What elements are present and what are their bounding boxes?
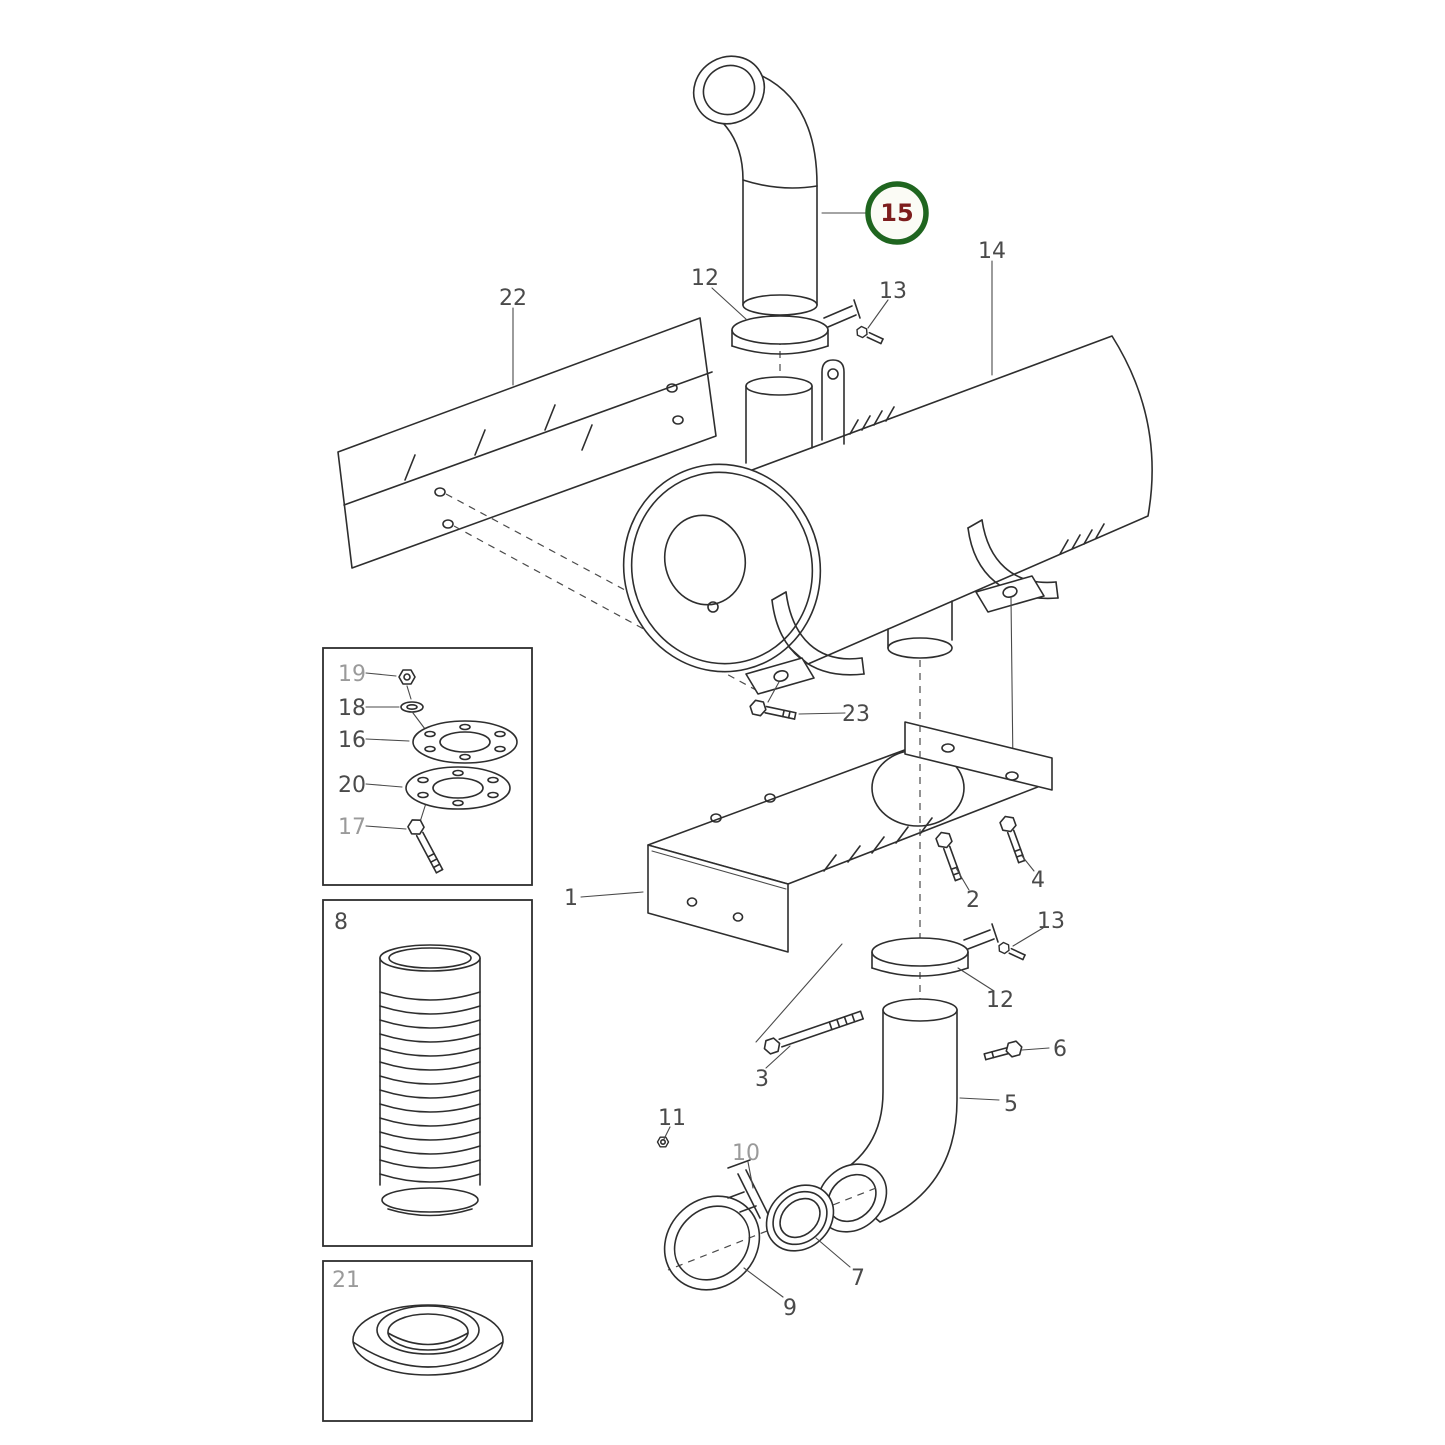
heat-shield-plate bbox=[337, 317, 757, 691]
clamp-bolt-upper bbox=[854, 324, 884, 345]
callout-14: 14 bbox=[978, 239, 1006, 264]
exhaust-elbow bbox=[816, 998, 958, 1233]
clamp-lower bbox=[871, 923, 999, 977]
callout-13-upper: 13 bbox=[879, 279, 907, 304]
nut-19 bbox=[398, 669, 416, 685]
leader-lines bbox=[365, 212, 1050, 1298]
mounting-strap-left bbox=[745, 591, 865, 703]
callout-18: 18 bbox=[338, 696, 366, 721]
callout-16: 16 bbox=[338, 728, 366, 753]
callout-labels: 1 2 3 4 5 6 7 8 9 10 11 12 12 13 13 14 1… bbox=[332, 239, 1067, 1321]
bolt-3 bbox=[761, 1010, 864, 1057]
clamp-nut-11 bbox=[656, 1136, 670, 1148]
callout-7: 7 bbox=[851, 1266, 865, 1291]
highlight-part-15: 15 bbox=[865, 181, 929, 245]
inlet-stub bbox=[745, 376, 813, 464]
hanger-tab bbox=[821, 359, 845, 445]
clamp-pin-10 bbox=[727, 1159, 769, 1219]
inset-box-flange-kit bbox=[322, 647, 533, 886]
callout-8: 8 bbox=[334, 910, 348, 935]
callout-13-lower: 13 bbox=[1037, 909, 1065, 934]
callout-6: 6 bbox=[1053, 1037, 1067, 1062]
bolt-17 bbox=[405, 815, 444, 874]
highlight-ring bbox=[865, 181, 929, 245]
bolt-6 bbox=[983, 1039, 1025, 1061]
muffler-body bbox=[622, 335, 1153, 769]
callout-21: 21 bbox=[332, 1268, 360, 1293]
flange-seal-21 bbox=[352, 1304, 504, 1376]
callout-20: 20 bbox=[338, 773, 366, 798]
mounting-bracket bbox=[647, 721, 1053, 1043]
outlet-stub bbox=[887, 600, 953, 659]
callout-15: 15 bbox=[880, 199, 913, 227]
seal-ring bbox=[765, 1184, 835, 1252]
clamp-bolt-lower bbox=[996, 940, 1026, 961]
callout-23: 23 bbox=[842, 702, 870, 727]
v-band-clamp bbox=[663, 1191, 761, 1291]
lock-washer-18 bbox=[400, 701, 424, 713]
callout-4: 4 bbox=[1031, 868, 1045, 893]
inset-box-flex-pipe bbox=[322, 899, 533, 1247]
callout-9: 9 bbox=[783, 1296, 797, 1321]
callout-11: 11 bbox=[658, 1106, 686, 1131]
callout-1: 1 bbox=[564, 886, 578, 911]
bolt-23 bbox=[747, 698, 797, 720]
callout-10: 10 bbox=[732, 1141, 760, 1166]
callout-2: 2 bbox=[966, 888, 980, 913]
callout-19: 19 bbox=[338, 662, 366, 687]
callout-3: 3 bbox=[755, 1067, 769, 1092]
flexible-pipe bbox=[379, 944, 481, 1217]
exhaust-stack-pipe bbox=[692, 55, 818, 316]
bolt-4 bbox=[997, 813, 1026, 864]
callout-12-upper: 12 bbox=[691, 266, 719, 291]
bolt-2 bbox=[933, 829, 963, 882]
flange-20 bbox=[405, 766, 511, 810]
callout-22: 22 bbox=[499, 286, 527, 311]
mounting-strap-right bbox=[967, 519, 1059, 769]
callout-12-lower: 12 bbox=[986, 988, 1014, 1013]
callout-5: 5 bbox=[1004, 1092, 1018, 1117]
callout-17: 17 bbox=[338, 815, 366, 840]
axis-line-elbow bbox=[667, 1187, 877, 1271]
inset-box-seal bbox=[322, 1260, 533, 1422]
stack-opening bbox=[702, 64, 756, 116]
clamp-upper bbox=[731, 299, 861, 355]
flange-16 bbox=[412, 720, 518, 764]
